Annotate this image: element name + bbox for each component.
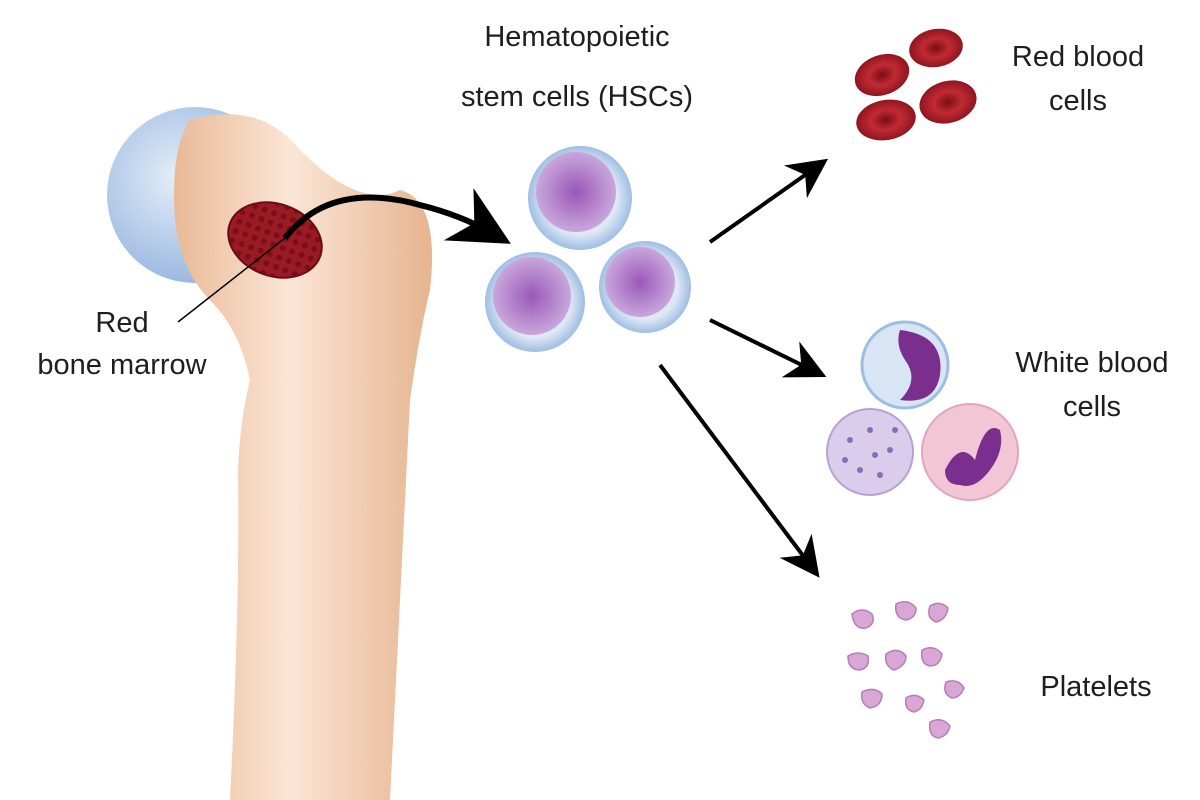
platelets-label: Platelets (1040, 671, 1151, 703)
rbc (856, 99, 916, 141)
marrow-label-line2: bone marrow (37, 349, 207, 381)
rbc (909, 28, 963, 68)
rbc-label-line1: Red blood (1012, 41, 1144, 73)
platelets (847, 601, 965, 739)
eosinophil (826, 408, 914, 496)
rbc (854, 53, 910, 97)
rbc (919, 80, 977, 124)
platelet (860, 688, 883, 709)
bone-shaft (174, 114, 432, 800)
platelet (894, 601, 917, 621)
hsc-cell (485, 252, 585, 352)
wbc-label-line1: White blood (1015, 347, 1168, 379)
rbc-label-line2: cells (1049, 85, 1107, 117)
hsc-cluster (485, 146, 691, 352)
platelet (884, 649, 907, 671)
platelet (851, 609, 874, 629)
arrow-to-platelets (658, 363, 820, 578)
hsc-label-line1: Hematopoietic (484, 21, 669, 53)
platelet (928, 602, 949, 623)
white-blood-cells (826, 320, 1019, 501)
lymphocyte (860, 320, 950, 410)
femur-bone (107, 107, 432, 800)
hsc-cell (599, 241, 691, 333)
arrow-to-red-blood-cells (708, 158, 829, 244)
platelet (904, 694, 925, 713)
platelet (928, 719, 951, 739)
neutrophil (921, 403, 1019, 501)
red-blood-cells (854, 28, 977, 141)
arrow-to-white-blood-cells (709, 318, 827, 378)
platelet (847, 652, 870, 671)
wbc-label-line2: cells (1063, 391, 1121, 423)
marrow-leader-line (177, 237, 286, 323)
arrow-to-hscs (282, 188, 511, 244)
hsc-cell (528, 146, 632, 250)
hsc-label-line2: stem cells (HSCs) (461, 81, 693, 113)
platelet (920, 647, 943, 667)
marrow-label-line1: Red (95, 307, 148, 339)
platelet (944, 680, 965, 699)
